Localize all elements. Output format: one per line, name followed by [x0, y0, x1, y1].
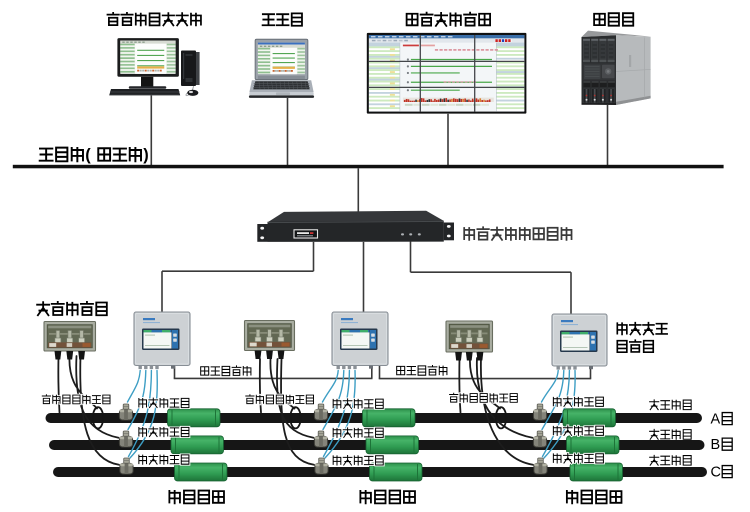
svg-text:): )	[143, 146, 148, 164]
svg-text:C: C	[711, 465, 721, 481]
svg-text:B: B	[711, 437, 721, 453]
svg-text:(: (	[85, 146, 91, 164]
svg-text:A: A	[711, 412, 721, 428]
